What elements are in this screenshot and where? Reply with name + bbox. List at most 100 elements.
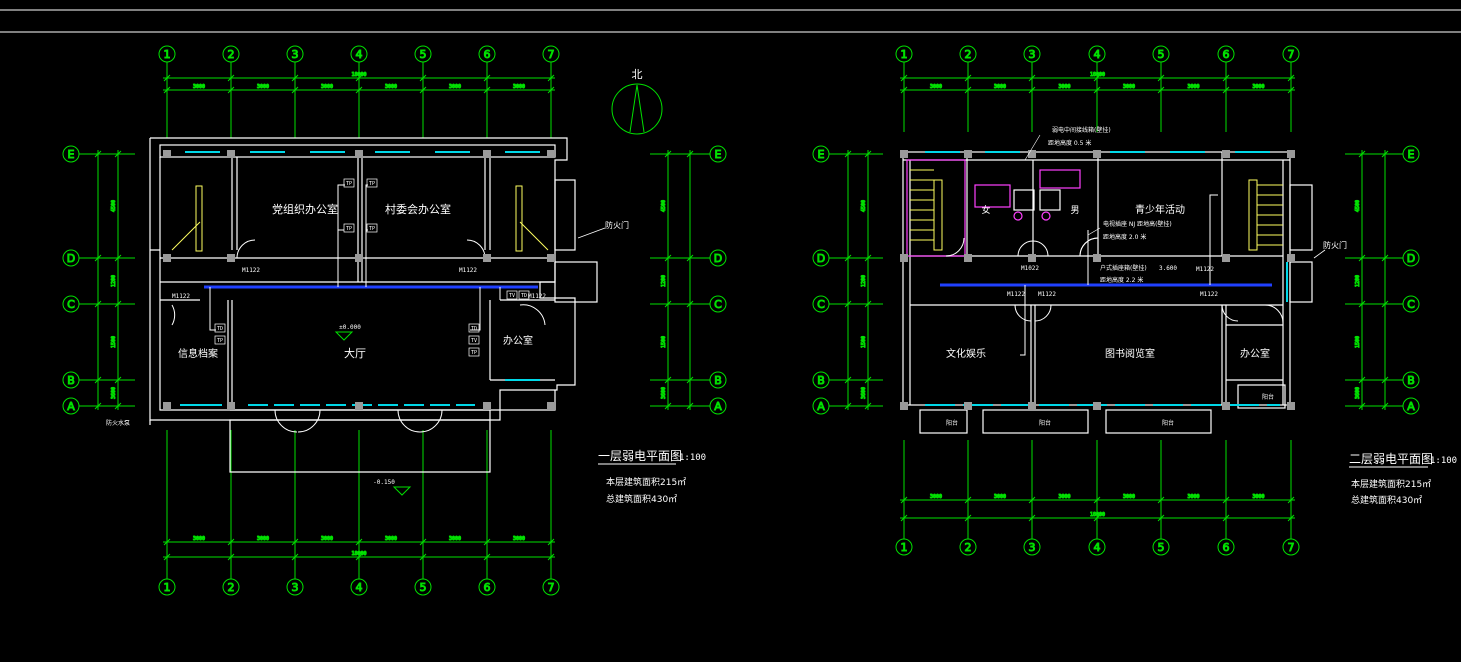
axis-col-label: 7 bbox=[1288, 541, 1295, 554]
door-code: M1122 bbox=[1038, 291, 1056, 298]
axis-row-label: A bbox=[67, 400, 75, 413]
dimension-tick bbox=[664, 254, 672, 262]
axis-row-label: D bbox=[817, 252, 825, 265]
dimension-tick bbox=[664, 150, 672, 158]
dimension-text: 4500 bbox=[111, 200, 117, 212]
axis-row-bubble bbox=[1402, 295, 1420, 313]
dimension-text: 3000 bbox=[321, 84, 333, 90]
leader-line bbox=[1087, 227, 1101, 236]
axis-row-label: B bbox=[817, 374, 825, 387]
dimension-tick bbox=[844, 150, 852, 158]
dimension-tick bbox=[900, 74, 908, 82]
dimension-tick bbox=[227, 538, 235, 546]
outlet-tag: TP bbox=[369, 181, 375, 187]
room-male-wc: 男 bbox=[1070, 205, 1079, 216]
note-tv-socket: 电视插座 NJ 距地高(壁挂) bbox=[1103, 220, 1172, 228]
dimension-tick bbox=[1222, 86, 1230, 94]
axis-col-label: 5 bbox=[1158, 48, 1165, 61]
note-junction-box: 弱电中间接线箱(壁挂) bbox=[1052, 126, 1111, 134]
column-post bbox=[1287, 254, 1295, 262]
column-post bbox=[547, 150, 555, 158]
dimension-tick bbox=[163, 538, 171, 546]
dimension-text: 3600 bbox=[111, 387, 117, 399]
axis-row-bubble bbox=[62, 397, 80, 415]
axis-row-bubble bbox=[709, 249, 727, 267]
outlet-box bbox=[343, 223, 355, 233]
dimension-tick bbox=[355, 553, 363, 561]
dimension-tick bbox=[1157, 74, 1165, 82]
column-post bbox=[355, 402, 363, 410]
column-post bbox=[1028, 254, 1036, 262]
column-post bbox=[964, 150, 972, 158]
dimension-text: 3000 bbox=[930, 84, 942, 90]
axis-row-bubble bbox=[62, 145, 80, 163]
door-code: M1122 bbox=[1196, 266, 1214, 273]
dimension-tick bbox=[1358, 150, 1366, 158]
dimension-tick bbox=[1093, 74, 1101, 82]
dimension-tick bbox=[1381, 254, 1389, 262]
plan1-windows bbox=[180, 151, 540, 406]
dimension-tick bbox=[355, 74, 363, 82]
dimension-tick bbox=[547, 538, 555, 546]
axis-row-label: D bbox=[1407, 252, 1415, 265]
outlet-tag: TP bbox=[471, 350, 477, 356]
note-height: 距地高度 2.2 米 bbox=[1100, 276, 1143, 284]
dimension-tick bbox=[964, 514, 972, 522]
dimension-tick bbox=[1028, 86, 1036, 94]
dimension-tick bbox=[547, 74, 555, 82]
axis-col-bubble bbox=[478, 578, 496, 596]
dimension-tick bbox=[864, 300, 872, 308]
dimension-text: 3000 bbox=[994, 494, 1006, 500]
room-youth-activity: 青少年活动 bbox=[1135, 203, 1185, 216]
axis-col-bubble bbox=[895, 538, 913, 556]
axis-row-bubble bbox=[709, 145, 727, 163]
dimension-text: 3000 bbox=[1058, 494, 1070, 500]
level-symbol bbox=[392, 486, 412, 496]
dimension-text: 3000 bbox=[513, 536, 525, 542]
axis-row-bubble bbox=[1402, 371, 1420, 389]
axis-col-label: 2 bbox=[965, 48, 972, 61]
column-post bbox=[900, 402, 908, 410]
dimension-tick bbox=[1093, 496, 1101, 504]
plan1-total-area: 总建筑面积430㎡ bbox=[606, 493, 677, 505]
dimension-tick bbox=[291, 74, 299, 82]
plan1-columns bbox=[163, 150, 555, 410]
axis-col-label: 1 bbox=[901, 541, 908, 554]
column-post bbox=[1222, 150, 1230, 158]
column-post bbox=[227, 254, 235, 262]
axis-col-bubble bbox=[1282, 45, 1300, 63]
column-post bbox=[964, 254, 972, 262]
dimension-tick bbox=[1381, 300, 1389, 308]
plan2-cable-drops bbox=[1020, 194, 1218, 356]
column-post bbox=[163, 254, 171, 262]
dimension-tick bbox=[1093, 86, 1101, 94]
dimension-tick bbox=[664, 376, 672, 384]
column-post bbox=[1028, 402, 1036, 410]
axis-row-label: C bbox=[1407, 298, 1415, 311]
axis-row-label: A bbox=[1407, 400, 1415, 413]
outlet-box bbox=[343, 178, 355, 188]
outlet-box bbox=[366, 178, 378, 188]
outlet-box bbox=[214, 323, 226, 333]
dimension-text: 3600 bbox=[661, 387, 667, 399]
axis-row-bubble bbox=[62, 295, 80, 313]
dimension-tick bbox=[1157, 496, 1165, 504]
axis-col-label: 1 bbox=[164, 581, 171, 594]
axis-col-label: 3 bbox=[292, 48, 299, 61]
column-post bbox=[1222, 254, 1230, 262]
dimension-text: 1500 bbox=[111, 336, 117, 348]
axis-row-label: B bbox=[714, 374, 722, 387]
axis-col-bubble bbox=[959, 538, 977, 556]
dimension-tick bbox=[483, 86, 491, 94]
axis-col-bubble bbox=[158, 578, 176, 596]
axis-col-bubble bbox=[222, 578, 240, 596]
dimension-tick bbox=[686, 254, 694, 262]
level-symbol bbox=[334, 331, 354, 341]
column-post bbox=[483, 150, 491, 158]
axis-col-label: 7 bbox=[548, 581, 555, 594]
leader-line bbox=[1024, 134, 1041, 161]
column-post bbox=[163, 402, 171, 410]
